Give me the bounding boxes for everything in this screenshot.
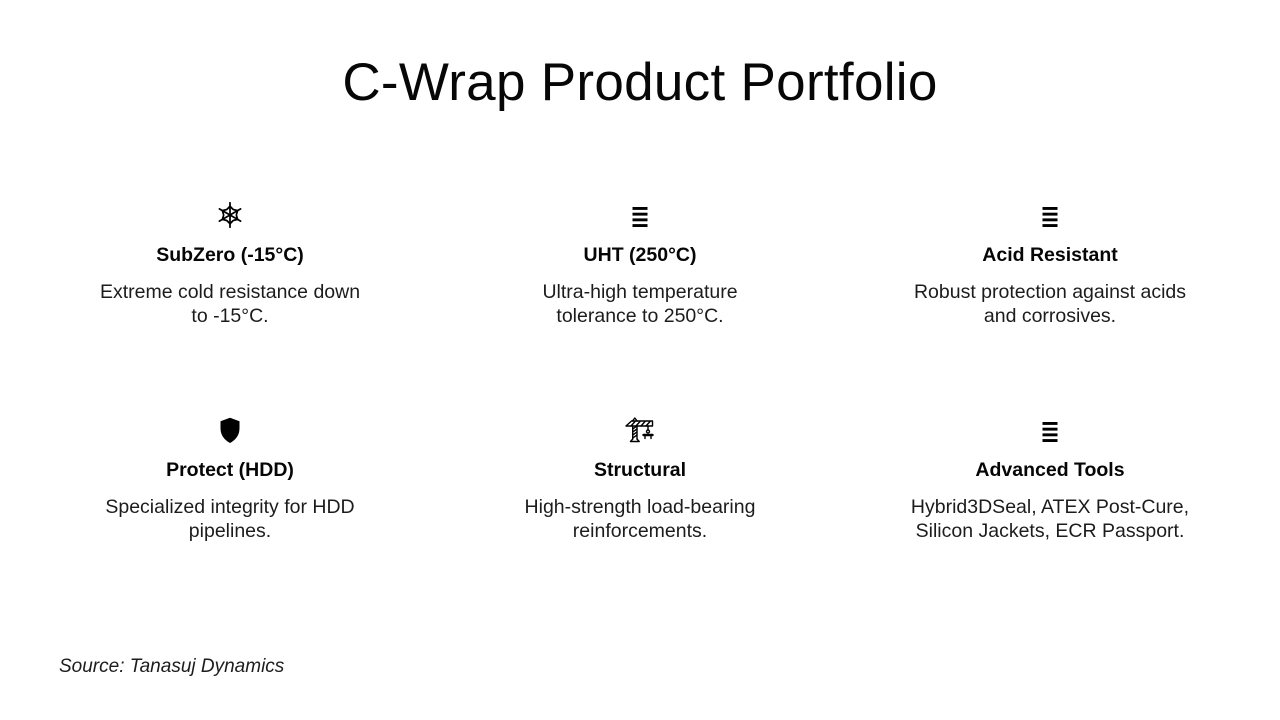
card-title: Advanced Tools xyxy=(975,459,1125,481)
card-description-line: and corrosives. xyxy=(983,304,1117,327)
product-card-structural: Structural High-strength load-bearing re… xyxy=(435,408,845,543)
bars-icon xyxy=(632,207,648,227)
product-card-protect: Protect (HDD) Specialized integrity for … xyxy=(25,408,435,543)
card-title: Structural xyxy=(593,459,687,481)
card-description-line: Silicon Jackets, ECR Passport. xyxy=(915,519,1185,542)
bars-icon xyxy=(1042,422,1058,442)
card-title: Protect (HDD) xyxy=(166,459,294,481)
product-card-advanced-tools: Advanced Tools Hybrid3DSeal, ATEX Post-C… xyxy=(845,408,1255,543)
shield-icon xyxy=(220,417,240,443)
card-description-line: Hybrid3DSeal, ATEX Post-Cure, xyxy=(910,496,1190,518)
product-grid: SubZero (-15°C) Extreme cold resistance … xyxy=(25,193,1255,543)
snowflake-icon xyxy=(217,201,243,229)
card-description-line: to -15°C. xyxy=(191,304,269,327)
bars-icon xyxy=(1042,207,1058,227)
product-card-subzero: SubZero (-15°C) Extreme cold resistance … xyxy=(25,193,435,328)
card-description-line: Specialized integrity for HDD xyxy=(105,496,355,518)
source-attribution: Source: Tanasuj Dynamics xyxy=(59,656,285,677)
card-title: UHT (250°C) xyxy=(583,244,697,266)
card-description-line: Robust protection against acids xyxy=(913,281,1187,303)
card-description-line: High-strength load-bearing xyxy=(524,496,756,518)
crane-icon xyxy=(624,417,654,443)
card-description-line: tolerance to 250°C. xyxy=(556,304,724,327)
product-card-acid-resistant: Acid Resistant Robust protection against… xyxy=(845,193,1255,328)
card-description-line: reinforcements. xyxy=(572,519,708,542)
card-title: SubZero (-15°C) xyxy=(156,244,304,266)
card-description-line: Extreme cold resistance down xyxy=(99,281,361,303)
card-description-line: pipelines. xyxy=(188,519,272,542)
card-description-line: Ultra-high temperature xyxy=(542,281,738,303)
product-card-uht: UHT (250°C) Ultra-high temperature toler… xyxy=(435,193,845,328)
page-title: C-Wrap Product Portfolio xyxy=(342,53,938,112)
card-title: Acid Resistant xyxy=(982,244,1118,266)
